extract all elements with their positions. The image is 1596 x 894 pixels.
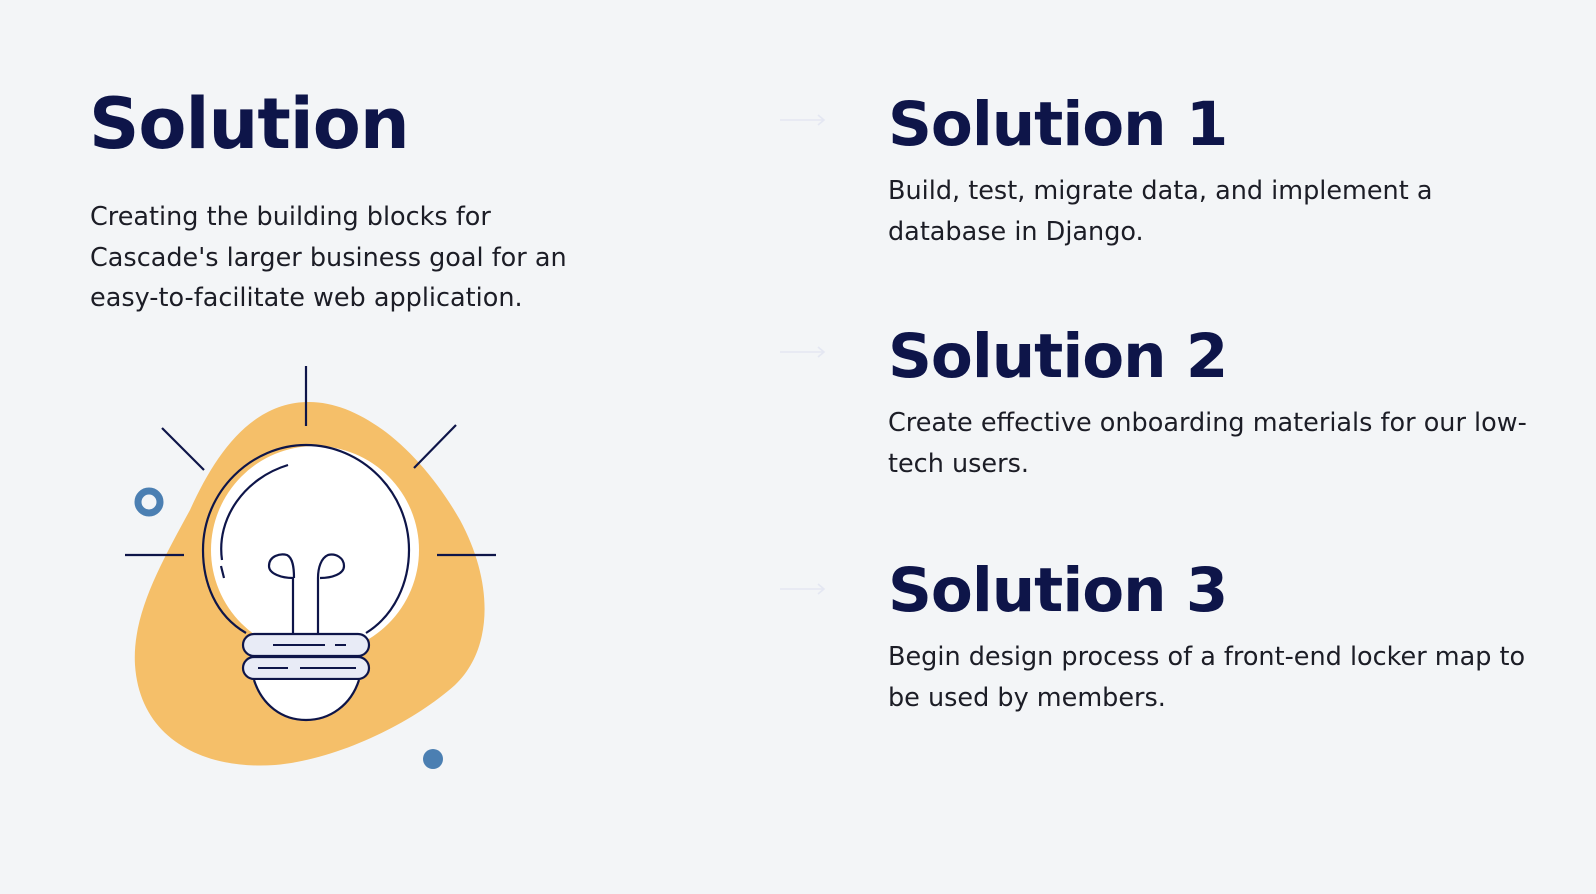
ray-top-right: [413, 424, 457, 469]
bulb-filament: [267, 553, 346, 633]
ring-dot: [134, 487, 164, 517]
solution-item-1: Solution 1 Build, test, migrate data, an…: [888, 89, 1528, 252]
arrow-right-icon: [780, 346, 826, 358]
page-title: Solution: [89, 83, 410, 165]
intro-description: Creating the building blocks for Cascade…: [90, 202, 567, 313]
arrow-right-icon: [780, 583, 826, 595]
bulb-base-cap: [252, 679, 361, 722]
solution-description: Begin design process of a front-end lock…: [888, 642, 1526, 713]
ray-top-left: [161, 427, 205, 471]
solution-description: Create effective onboarding materials fo…: [888, 408, 1527, 479]
solution-title: Solution 2: [888, 321, 1228, 392]
small-dot: [423, 749, 443, 769]
solution-item-2: Solution 2 Create effective onboarding m…: [888, 321, 1528, 484]
solution-title: Solution 1: [888, 89, 1228, 160]
arrow-right-icon: [780, 114, 826, 126]
bulb-outline: [201, 443, 411, 634]
solution-item-3: Solution 3 Begin design process of a fro…: [888, 555, 1528, 718]
solution-description: Build, test, migrate data, and implement…: [888, 176, 1433, 247]
bulb-reflection: [220, 463, 289, 561]
solution-title: Solution 3: [888, 555, 1228, 626]
lightbulb-illustration: [125, 366, 496, 769]
